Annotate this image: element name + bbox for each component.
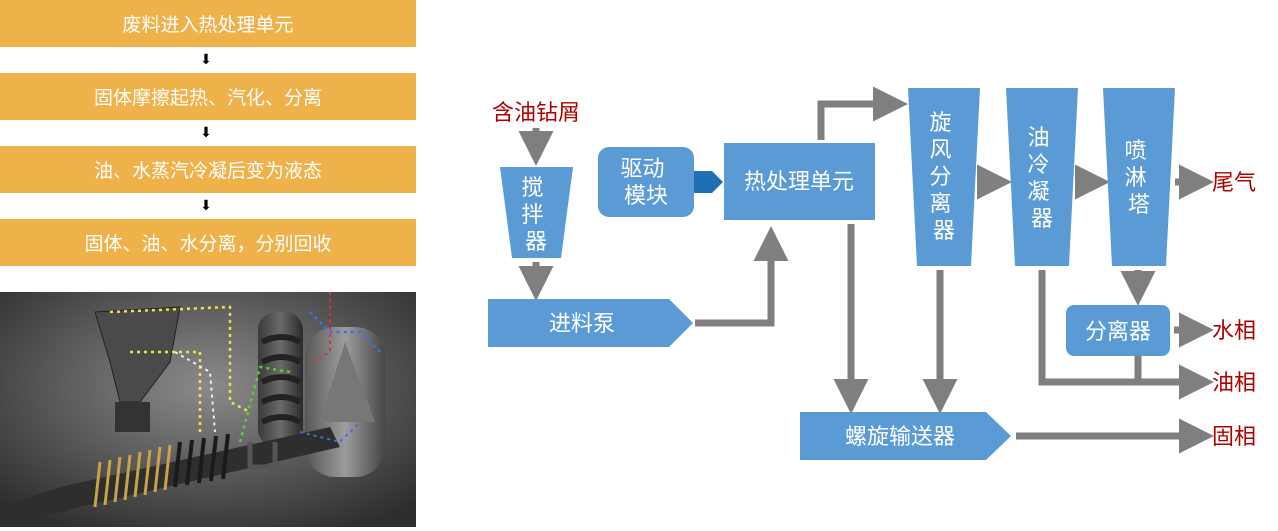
separator-label: 分离器 xyxy=(1085,320,1151,345)
step-4: 固体、油、水分离，分别回收 xyxy=(0,219,416,266)
cyclone-label-3: 分 xyxy=(929,165,951,190)
mixer-label-2: 拌 xyxy=(521,203,543,228)
scrubber-label-2: 淋 xyxy=(1124,166,1146,191)
cyclone-label-1: 旋 xyxy=(929,111,951,136)
drive-label-2: 模块 xyxy=(624,184,668,209)
scrubber-label-3: 塔 xyxy=(1128,193,1150,218)
step-1: 废料进入热处理单元 xyxy=(0,0,416,47)
step-3-label: 油、水蒸汽冷凝后变为液态 xyxy=(93,160,322,182)
cyclone-box xyxy=(908,88,980,266)
svg-text:喷 淋 塔: 喷 淋 塔 xyxy=(1124,139,1153,218)
arrow-pump-to-thermal xyxy=(695,226,789,327)
thermal-unit-label: 热处理单元 xyxy=(744,170,854,195)
conveyor-box xyxy=(800,412,1011,460)
drive-module-box xyxy=(598,147,694,217)
mixer-box xyxy=(500,167,573,258)
mixer-label-1: 搅 xyxy=(521,176,543,201)
step-4-label: 固体、油、水分离，分别回收 xyxy=(84,233,332,255)
condenser-label-3: 凝 xyxy=(1027,180,1049,205)
condenser-box xyxy=(1006,88,1078,266)
svg-text:搅 拌 器: 搅 拌 器 xyxy=(521,176,550,255)
step-2: 固体摩擦起热、汽化、分离 xyxy=(0,73,416,120)
step-3: 油、水蒸汽冷凝后变为液态 xyxy=(0,146,416,193)
scrubber-label-1: 喷 xyxy=(1124,139,1146,164)
arrow-thermal-to-cyclone xyxy=(817,86,908,140)
svg-text:驱动 模块: 驱动 模块 xyxy=(620,157,671,209)
arrow-condenser-to-oil xyxy=(1038,270,1214,400)
feed-pump-label: 进料泵 xyxy=(549,312,615,337)
condenser-label-2: 冷 xyxy=(1027,153,1049,178)
down-arrow-icon: ⬇ xyxy=(200,52,212,68)
output-solid: 固相 xyxy=(1212,425,1256,450)
conveyor-label: 螺旋输送器 xyxy=(845,425,955,450)
separator-box xyxy=(1066,305,1170,356)
down-arrow-icon: ⬇ xyxy=(200,125,212,141)
drive-label-1: 驱动 xyxy=(620,157,664,182)
scrubber-box xyxy=(1103,88,1175,266)
svg-text:油 冷 凝 器: 油 冷 凝 器 xyxy=(1027,126,1056,232)
drive-arrow-icon xyxy=(694,171,723,193)
svg-text:旋 风 分 离: 旋 风 分 离 器 xyxy=(929,111,958,244)
mixer-label-3: 器 xyxy=(525,230,547,255)
cyclone-label-4: 离 xyxy=(929,192,951,217)
output-water: 水相 xyxy=(1212,319,1256,344)
cyclone-label-2: 风 xyxy=(929,138,951,163)
down-arrow-icon: ⬇ xyxy=(200,198,212,214)
condenser-label-1: 油 xyxy=(1027,126,1049,151)
condenser-label-4: 器 xyxy=(1031,207,1053,232)
feed-pump-box xyxy=(488,299,693,347)
step-1-label: 废料进入热处理单元 xyxy=(122,14,294,36)
output-tail-gas: 尾气 xyxy=(1212,171,1256,196)
output-oil: 油相 xyxy=(1212,371,1256,396)
equipment-illustration xyxy=(0,292,416,527)
step-2-label: 固体摩擦起热、汽化、分离 xyxy=(93,87,322,109)
thermal-unit-box xyxy=(724,143,875,220)
cyclone-label-5: 器 xyxy=(933,219,955,244)
input-label: 含油钻屑 xyxy=(492,101,580,126)
process-flow-diagram: 含油钻屑 搅 拌 器 进料泵 驱动 模块 热处理单元 旋 风 分 离 器 xyxy=(416,0,1278,531)
